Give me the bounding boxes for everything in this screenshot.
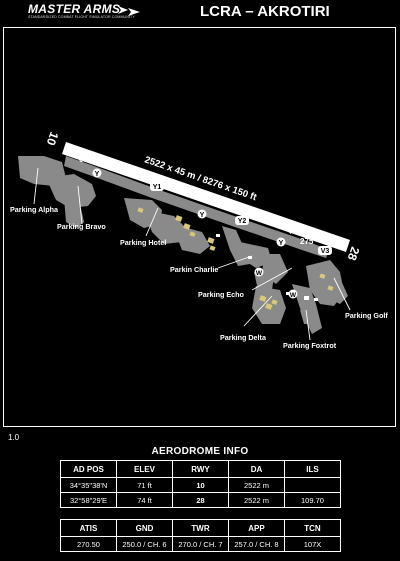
- heading-275-label: 275°: [300, 237, 317, 246]
- rwy-value: 10: [172, 477, 229, 493]
- taxiway-sign-label: Y: [279, 240, 284, 247]
- heading-095-label: 095°: [79, 155, 96, 164]
- rwy-value: 28: [172, 492, 229, 508]
- ils-value: 109.70: [284, 492, 341, 508]
- parking-delta-label: Parking Delta: [220, 333, 267, 342]
- da-value: 2522 m: [228, 492, 285, 508]
- gnd-frequency: 250.0 / CH. 6: [116, 536, 173, 552]
- logo-subtext: STANDARDIZED COMBAT FLIGHT SIMULATOR COM…: [28, 15, 135, 19]
- table-row: 270.50 250.0 / CH. 6 270.0 / CH. 7 257.0…: [60, 536, 341, 552]
- taxiway-sign-y-2: Y: [197, 209, 207, 219]
- parking-foxtrot-label: Parking Foxtrot: [283, 341, 337, 350]
- header-rwy: RWY: [172, 460, 229, 478]
- heading-095-arrow: 095°: [79, 155, 109, 164]
- airport-map-svg: 10 28 2522 x 45 m / 8276 x 150 ft 095° 2…: [10, 130, 388, 350]
- taxiway-sign-w-1: W: [254, 267, 264, 277]
- ils-value: [284, 477, 341, 493]
- logo-text: MASTER ARMS: [28, 2, 121, 16]
- taxiway-sign-v3: V3: [318, 246, 332, 255]
- master-arms-logo: MASTER ARMS STANDARDIZED COMBAT FLIGHT S…: [28, 2, 148, 24]
- table-row: 32°58"29'E 74 ft 28 2522 m 109.70: [60, 492, 341, 508]
- taxiway-sign-label: Y2: [238, 218, 247, 225]
- page-title: LCRA – AKROTIRI: [200, 3, 330, 20]
- jets-icon: [118, 6, 140, 16]
- header-tcn: TCN: [284, 519, 341, 537]
- aerodrome-info-title: AERODROME INFO: [151, 446, 249, 457]
- taxiway-sign-y-1: Y: [92, 168, 102, 178]
- leader-lines: [33, 167, 351, 341]
- da-value: 2522 m: [228, 477, 285, 493]
- heading-275-arrow: 275°: [285, 229, 317, 246]
- table-row: 34°35"38'N 71 ft 10 2522 m: [60, 477, 341, 493]
- header-elev: ELEV: [116, 460, 173, 478]
- taxiway-network: [18, 156, 348, 334]
- buildings: [216, 234, 318, 301]
- header-ad-pos: AD POS: [60, 460, 117, 478]
- table-header-row: AD POS ELEV RWY DA ILS: [60, 460, 341, 478]
- atis-frequency: 270.50: [60, 536, 117, 552]
- header-da: DA: [228, 460, 285, 478]
- parking-hotel-label: Parking Hotel: [120, 238, 166, 247]
- taxiway-sign-label: V3: [321, 248, 330, 255]
- table-header-row: ATIS GND TWR APP TCN: [60, 519, 341, 537]
- parking-golf-label: Parking Golf: [345, 311, 388, 320]
- header-twr: TWR: [172, 519, 229, 537]
- frequency-table: ATIS GND TWR APP TCN 270.50 250.0 / CH. …: [60, 519, 341, 552]
- airport-diagram: 10 28 2522 x 45 m / 8276 x 150 ft 095° 2…: [3, 27, 396, 427]
- parking-echo-label: Parking Echo: [198, 290, 245, 299]
- elev-value: 71 ft: [116, 477, 173, 493]
- runway: [62, 142, 350, 252]
- ad-pos-lat: 34°35"38'N: [60, 477, 117, 493]
- parking-bravo-label: Parking Bravo: [57, 222, 106, 231]
- taxiway-sign-label: W: [256, 270, 263, 277]
- taxiway-sign-label: Y: [200, 212, 205, 219]
- elev-value: 74 ft: [116, 492, 173, 508]
- taxiway-sign-y-3: Y: [276, 237, 286, 247]
- runway-end-28: 28: [345, 245, 363, 263]
- aircraft-shelters: [137, 207, 334, 310]
- header: MASTER ARMS STANDARDIZED COMBAT FLIGHT S…: [0, 0, 400, 27]
- ad-pos-lon: 32°58"29'E: [60, 492, 117, 508]
- header-app: APP: [228, 519, 285, 537]
- taxiway-sign-label: Y1: [153, 184, 162, 191]
- taxiway-sign-y2: Y2: [235, 216, 249, 225]
- header-atis: ATIS: [60, 519, 117, 537]
- taxiway-sign-y1: Y1: [150, 182, 164, 191]
- parking-charlie-label: Parkin Charlie: [170, 265, 218, 274]
- twr-frequency: 270.0 / CH. 7: [172, 536, 229, 552]
- runway-end-10: 10: [44, 130, 62, 148]
- header-gnd: GND: [116, 519, 173, 537]
- taxiway-sign-label: Y: [95, 171, 100, 178]
- taxiway-sign-label: W: [290, 292, 297, 299]
- header-ils: ILS: [284, 460, 341, 478]
- chart-version: 1.0: [8, 433, 20, 442]
- parking-alpha-label: Parking Alpha: [10, 205, 59, 214]
- aerodrome-info-table: AD POS ELEV RWY DA ILS 34°35"38'N 71 ft …: [60, 460, 341, 508]
- taxiway-sign-w-2: W: [288, 289, 298, 299]
- app-frequency: 257.0 / CH. 8: [228, 536, 285, 552]
- tcn-channel: 107X: [284, 536, 341, 552]
